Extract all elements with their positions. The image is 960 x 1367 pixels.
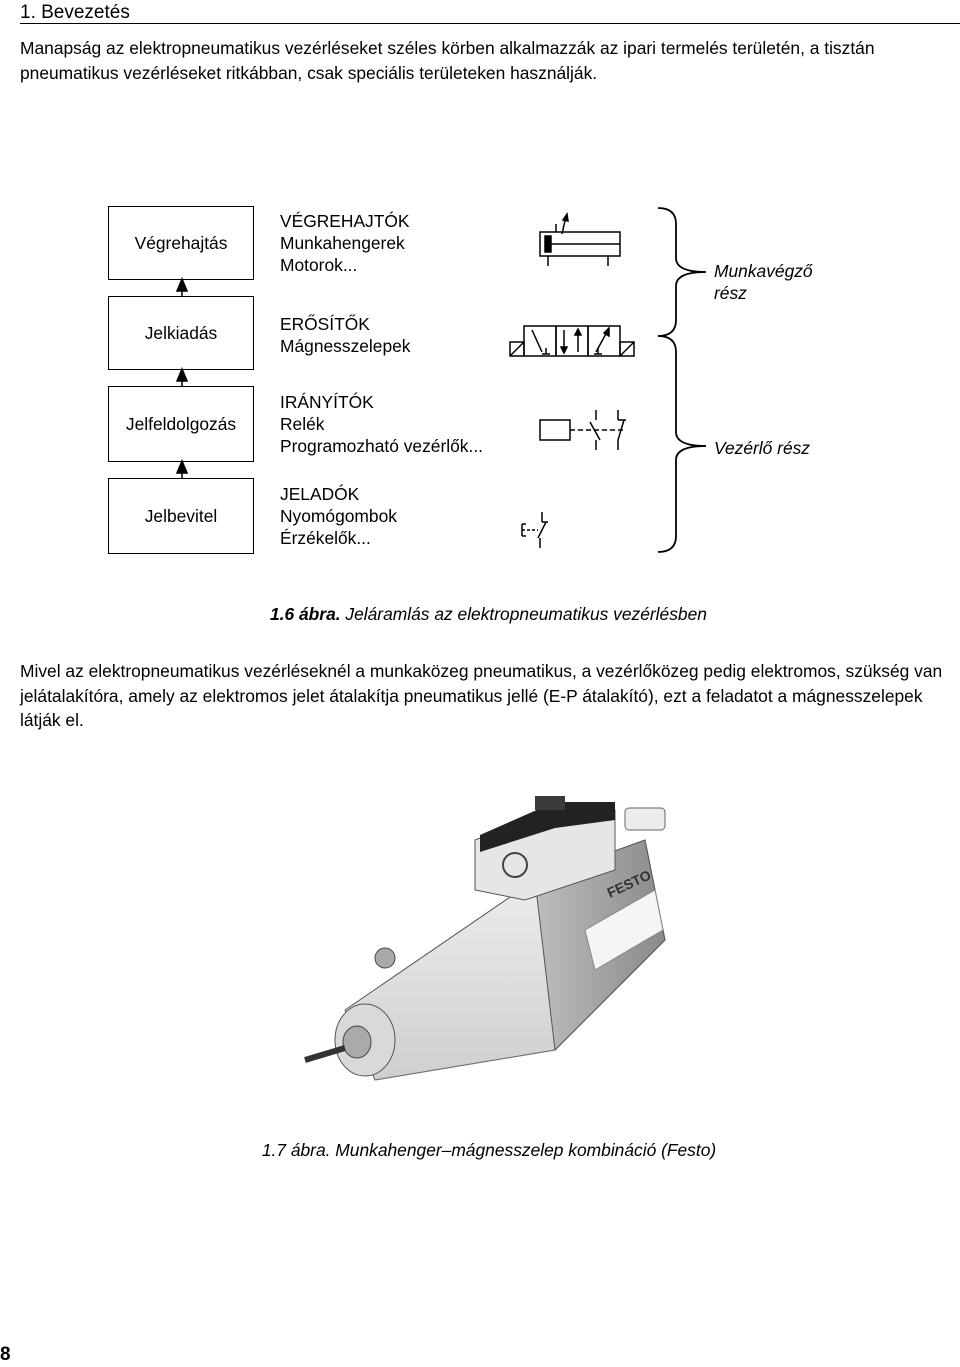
category-iranyitok: IRÁNYÍTÓK Relék Programozható vezérlők..… <box>280 391 483 457</box>
category-item: Motorok... <box>280 254 410 276</box>
label-vezerlo-resz: Vezérlő rész <box>714 437 810 459</box>
category-title: ERŐSÍTŐK <box>280 313 411 335</box>
brace-label-line: rész <box>714 282 813 304</box>
caption-text: 1.7 ábra. Munkahenger–mágnesszelep kombi… <box>262 1140 716 1160</box>
caption-text: Jeláramlás az elektropneumatikus vezérlé… <box>341 604 707 624</box>
category-vegrehajtok: VÉGREHAJTÓK Munkahengerek Motorok... <box>280 210 410 276</box>
page-number: 8 <box>0 1344 11 1366</box>
relay-symbol-icon <box>538 410 638 460</box>
label-munkavegzo-resz: Munkavégző rész <box>714 260 813 304</box>
category-item: Mágnesszelepek <box>280 335 411 357</box>
pushbutton-symbol-icon <box>518 510 558 550</box>
figure-caption-1-7: 1.7 ábra. Munkahenger–mágnesszelep kombi… <box>0 1140 960 1161</box>
brace-label-line: Munkavégző <box>714 260 813 282</box>
category-item: Nyomógombok <box>280 505 397 527</box>
category-item: Programozható vezérlők... <box>280 435 483 457</box>
brace-icon <box>650 200 730 570</box>
flow-arrows <box>0 0 960 600</box>
cylinder-symbol-icon <box>536 214 626 274</box>
category-title: VÉGREHAJTÓK <box>280 210 410 232</box>
category-erositok: ERŐSÍTŐK Mágnesszelepek <box>280 313 411 357</box>
figure-caption-1-6: 1.6 ábra. Jeláramlás az elektropneumatik… <box>270 604 707 625</box>
category-item: Relék <box>280 413 483 435</box>
caption-number: 1.6 ábra. <box>270 604 341 624</box>
category-title: JELADÓK <box>280 483 397 505</box>
category-item: Érzékelők... <box>280 527 397 549</box>
body-paragraph: Mivel az elektropneumatikus vezérlésekné… <box>20 659 955 733</box>
category-title: IRÁNYÍTÓK <box>280 391 483 413</box>
category-item: Munkahengerek <box>280 232 410 254</box>
category-jeladok: JELADÓK Nyomógombok Érzékelők... <box>280 483 397 549</box>
solenoid-valve-symbol-icon <box>508 320 638 360</box>
festo-cylinder-valve-image: FESTO <box>285 780 685 1100</box>
